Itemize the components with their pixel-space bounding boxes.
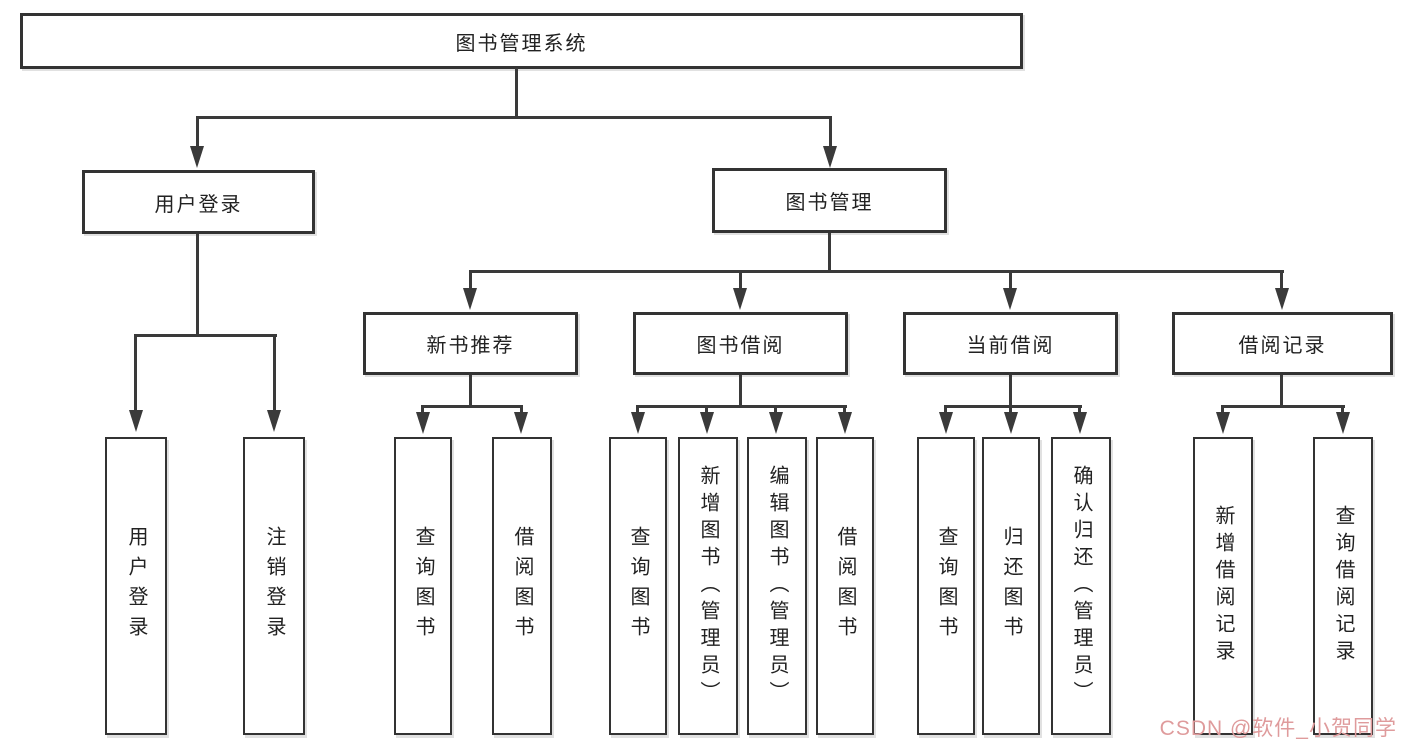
connector-line: [1009, 405, 1012, 414]
connector-line: [196, 116, 199, 148]
node-new-book-recommend: 新书推荐: [363, 312, 578, 375]
leaf-confirm-return-admin-label: 确认归还（管理员）: [1070, 464, 1092, 708]
connector-line: [421, 405, 523, 408]
arrow-down-icon: [769, 412, 783, 434]
arrow-down-icon: [1275, 288, 1289, 310]
node-book-management: 图书管理: [712, 168, 947, 233]
connector-line: [636, 405, 847, 408]
arrow-down-icon: [939, 412, 953, 434]
node-user-login-label: 用户登录: [154, 193, 243, 216]
connector-line: [1221, 405, 1345, 408]
node-new-book-recommend-label: 新书推荐: [426, 335, 515, 357]
node-book-management-label: 图书管理: [785, 192, 874, 214]
connector-line: [739, 270, 742, 290]
arrow-down-icon: [129, 410, 143, 432]
leaf-edit-book-admin: 编辑图书（管理员）: [747, 437, 807, 735]
arrow-down-icon: [1336, 412, 1350, 434]
connector-line: [1280, 375, 1283, 408]
arrow-down-icon: [463, 288, 477, 310]
leaf-add-book-admin-label: 新增图书（管理员）: [697, 464, 719, 708]
leaf-borrow-book: 借阅图书: [816, 437, 874, 735]
leaf-edit-book-admin-label: 编辑图书（管理员）: [766, 464, 788, 708]
leaf-confirm-return-admin: 确认归还（管理员）: [1051, 437, 1111, 735]
arrow-down-icon: [823, 146, 837, 168]
connector-line: [469, 270, 1284, 273]
node-root-label: 图书管理系统: [455, 32, 588, 55]
connector-line: [1341, 405, 1344, 414]
leaf-add-borrow-record-label: 新增借阅记录: [1212, 505, 1234, 667]
connector-line: [515, 68, 518, 117]
node-book-borrow-label: 图书借阅: [696, 335, 785, 357]
connector-line: [196, 234, 199, 336]
arrow-down-icon: [838, 412, 852, 434]
connector-line: [705, 405, 708, 414]
connector-line: [196, 116, 832, 119]
arrow-down-icon: [631, 412, 645, 434]
node-root: 图书管理系统: [20, 13, 1023, 69]
connector-line: [520, 405, 523, 414]
node-user-login: 用户登录: [82, 170, 315, 234]
connector-line: [273, 334, 276, 412]
arrow-down-icon: [267, 410, 281, 432]
connector-line: [1078, 405, 1081, 414]
connector-line: [828, 233, 831, 273]
leaf-logout: 注销登录: [243, 437, 305, 735]
connector-line: [1221, 405, 1224, 414]
arrow-down-icon: [700, 412, 714, 434]
leaf-user-login: 用户登录: [105, 437, 167, 735]
connector-line: [134, 334, 277, 337]
leaf-add-book-admin: 新增图书（管理员）: [678, 437, 738, 735]
arrow-down-icon: [190, 146, 204, 168]
arrow-down-icon: [416, 412, 430, 434]
leaf-current-query: 查询图书: [917, 437, 975, 735]
connector-line: [1009, 270, 1012, 290]
leaf-return-book-label: 归还图书: [1000, 526, 1022, 646]
leaf-newbook-query: 查询图书: [394, 437, 452, 735]
leaf-newbook-borrow: 借阅图书: [492, 437, 552, 735]
arrow-down-icon: [1004, 412, 1018, 434]
connector-line: [134, 334, 137, 412]
node-borrow-record-label: 借阅记录: [1238, 335, 1327, 357]
leaf-borrow-book-label: 借阅图书: [834, 526, 856, 646]
node-book-borrow: 图书借阅: [633, 312, 848, 375]
node-current-borrow-label: 当前借阅: [966, 335, 1055, 357]
leaf-query-borrow-record-label: 查询借阅记录: [1332, 505, 1354, 667]
leaf-user-login-label: 用户登录: [125, 526, 147, 646]
connector-line: [469, 270, 472, 290]
connector-line: [843, 405, 846, 414]
arrow-down-icon: [1216, 412, 1230, 434]
connector-line: [1280, 270, 1283, 290]
arrow-down-icon: [733, 288, 747, 310]
leaf-logout-label: 注销登录: [263, 526, 285, 646]
leaf-newbook-borrow-label: 借阅图书: [511, 526, 533, 646]
node-current-borrow: 当前借阅: [903, 312, 1118, 375]
leaf-return-book: 归还图书: [982, 437, 1040, 735]
connector-line: [1009, 375, 1012, 408]
leaf-query-borrow-record: 查询借阅记录: [1313, 437, 1373, 735]
connector-line: [421, 405, 424, 414]
arrow-down-icon: [514, 412, 528, 434]
connector-line: [636, 405, 639, 414]
leaf-newbook-query-label: 查询图书: [412, 526, 434, 646]
connector-line: [469, 375, 472, 408]
connector-line: [944, 405, 947, 414]
arrow-down-icon: [1003, 288, 1017, 310]
node-borrow-record: 借阅记录: [1172, 312, 1393, 375]
connector-line: [829, 116, 832, 148]
connector-line: [774, 405, 777, 414]
leaf-borrow-query: 查询图书: [609, 437, 667, 735]
leaf-add-borrow-record: 新增借阅记录: [1193, 437, 1253, 735]
leaf-borrow-query-label: 查询图书: [627, 526, 649, 646]
leaf-current-query-label: 查询图书: [935, 526, 957, 646]
connector-line: [944, 405, 1082, 408]
connector-line: [739, 375, 742, 408]
arrow-down-icon: [1073, 412, 1087, 434]
